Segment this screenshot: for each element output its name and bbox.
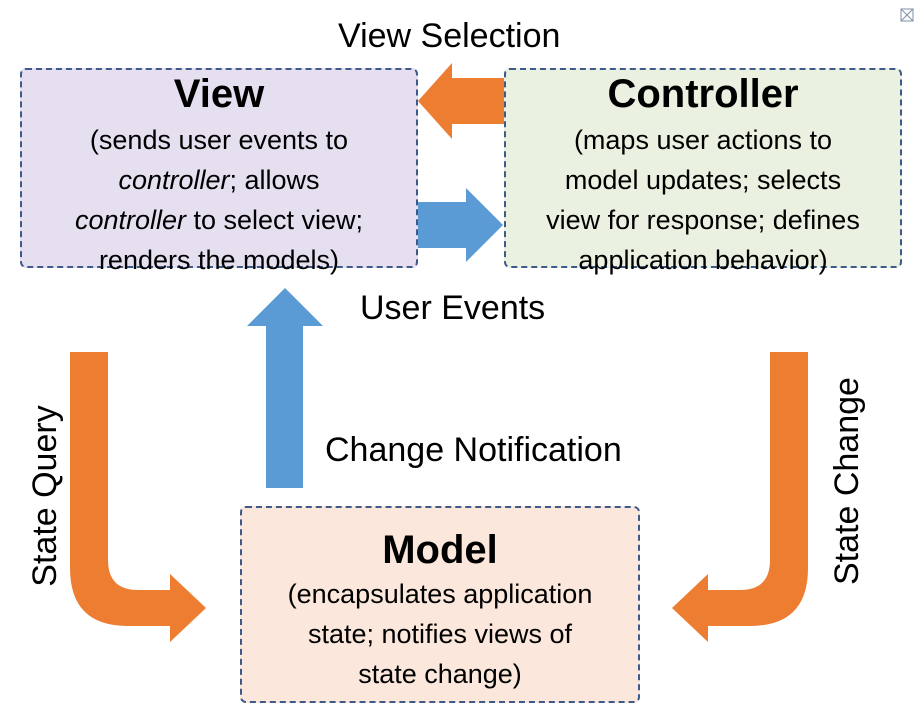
model-title: Model xyxy=(382,528,498,572)
change-notification-label: Change Notification xyxy=(325,431,622,469)
view-title: View xyxy=(173,72,265,116)
controller-desc-line-1: (maps user actions to xyxy=(573,125,833,155)
controller-title: Controller xyxy=(607,72,799,116)
view-desc-line-1: (sends user events to xyxy=(89,125,349,155)
controller-desc-line-4: application behavior) xyxy=(578,245,828,275)
view-desc-line-3-rest: to select view; xyxy=(185,205,364,235)
view-desc-line-3: controller to select view; xyxy=(22,200,416,240)
view-description: (sends user events to controller; allows… xyxy=(22,120,416,280)
controller-description: (maps user actions to model updates; sel… xyxy=(506,120,900,280)
change-notification-arrow xyxy=(247,288,323,488)
state-query-label: State Query xyxy=(26,405,64,587)
model-description: (encapsulates application state; notifie… xyxy=(242,574,638,694)
user-events-arrow xyxy=(418,188,503,262)
view-selection-label: View Selection xyxy=(338,17,561,55)
view-desc-line-2-rest: ; allows xyxy=(229,165,320,195)
view-desc-line-3-em: controller xyxy=(74,205,186,235)
user-events-label: User Events xyxy=(360,289,546,327)
image-placeholder-icon xyxy=(900,8,914,22)
state-change-arrow xyxy=(672,352,808,642)
view-selection-arrow xyxy=(418,63,505,139)
model-box: Model (encapsulates application state; n… xyxy=(240,506,640,703)
state-query-arrow xyxy=(70,352,206,642)
controller-box: Controller (maps user actions to model u… xyxy=(504,68,902,275)
model-desc-line-3: state change) xyxy=(358,659,522,689)
state-change-label: State Change xyxy=(828,377,866,585)
controller-desc-line-2: model updates; selects xyxy=(564,165,842,195)
view-box: View (sends user events to controller; a… xyxy=(20,68,418,275)
model-desc-line-2: state; notifies views of xyxy=(307,619,573,649)
controller-desc-line-3: view for response; defines xyxy=(546,205,860,235)
model-desc-line-1: (encapsulates application xyxy=(287,579,593,609)
view-desc-line-4: renders the models) xyxy=(98,245,340,275)
view-desc-line-2: controller; allows xyxy=(22,160,416,200)
view-desc-line-2-em: controller xyxy=(118,165,230,195)
